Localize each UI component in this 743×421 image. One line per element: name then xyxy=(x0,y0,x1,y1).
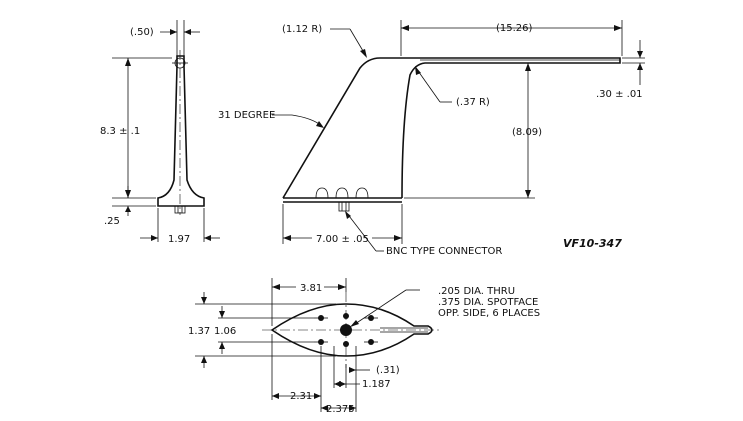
side-view: (.50) 8.3 ± .1 .25 1.97 xyxy=(100,20,220,245)
hole-note-line3: OPP. SIDE, 6 PLACES xyxy=(438,308,540,319)
front-length-label: (15.26) xyxy=(496,23,533,34)
front-height-label: (8.09) xyxy=(512,127,542,138)
side-foot-label: 1.97 xyxy=(168,234,190,245)
front-view: (1.12 R) (15.26) .30 ± .01 (.37 R) 31 DE… xyxy=(218,20,645,257)
front-inner-radius-label: (.37 R) xyxy=(456,97,490,108)
top-outer-width-label: 1.37 xyxy=(188,326,210,337)
top-hole-c-label: 2.375 xyxy=(326,404,355,415)
hole-note-line2: .375 DIA. SPOTFACE xyxy=(438,297,538,308)
top-span-label: 3.81 xyxy=(300,283,322,294)
top-hole-a-label: 1.187 xyxy=(362,379,391,390)
front-angle-label: 31 DEGREE xyxy=(218,110,275,121)
front-thickness-label: .30 ± .01 xyxy=(596,89,643,100)
side-width-label: (.50) xyxy=(130,27,154,38)
top-view: 3.81 .205 DIA. THRU .375 DIA. SPOTFACE O… xyxy=(188,278,540,415)
top-inner-width-label: 1.06 xyxy=(214,326,236,337)
side-base-label: .25 xyxy=(104,216,120,227)
top-hole-b-label: 2.31 xyxy=(290,391,312,402)
hole-note-line1: .205 DIA. THRU xyxy=(438,286,515,297)
top-offset-label: (.31) xyxy=(376,365,400,376)
front-base-label: 7.00 ± .05 xyxy=(316,234,369,245)
drawing-id: VF10-347 xyxy=(563,237,622,250)
front-top-radius-label: (1.12 R) xyxy=(282,24,322,35)
side-height-label: 8.3 ± .1 xyxy=(100,126,140,137)
connector-label: BNC TYPE CONNECTOR xyxy=(386,246,502,257)
